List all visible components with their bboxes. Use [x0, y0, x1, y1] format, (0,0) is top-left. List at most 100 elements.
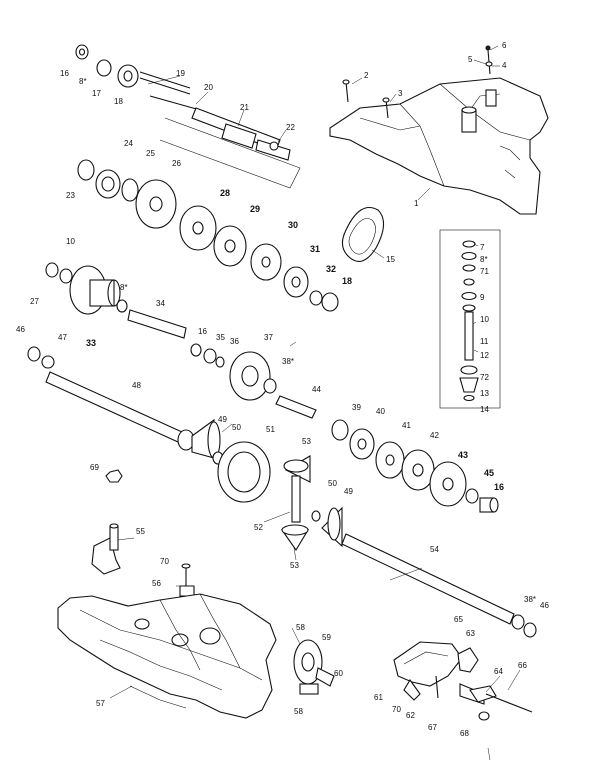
- part-label: 8*: [120, 283, 128, 292]
- part-label: 22: [286, 123, 295, 132]
- part-label: 16: [60, 69, 69, 78]
- part-label: 28: [220, 188, 230, 198]
- part-label: 15: [386, 255, 395, 264]
- part-label: 54: [430, 545, 439, 554]
- part-label: 50: [328, 479, 337, 488]
- stray-mark: [487, 747, 491, 761]
- brake-disc-assembly: [293, 639, 335, 695]
- part-label: 48: [132, 381, 141, 390]
- part-label: 41: [402, 421, 411, 430]
- part-label: 35: [216, 333, 225, 342]
- part-label: 36: [230, 337, 239, 346]
- part-label: 42: [430, 431, 439, 440]
- part-label: 14: [480, 405, 489, 414]
- part-label: 56: [152, 579, 161, 588]
- part-label: 64: [494, 667, 503, 676]
- part-label: 18: [114, 97, 123, 106]
- upper-shaft-assembly: [75, 44, 301, 189]
- part-label: 57: [96, 699, 105, 708]
- vertical-shaft-stack: [439, 229, 501, 409]
- shift-lever-assembly: [91, 523, 195, 597]
- part-label: 43: [458, 450, 468, 460]
- part-label: 68: [460, 729, 469, 738]
- part-label: 5: [468, 55, 473, 64]
- bevel-gear-cluster: [191, 418, 311, 552]
- part-label: 59: [322, 633, 331, 642]
- part-label: 21: [240, 103, 249, 112]
- lower-housing: [57, 593, 277, 719]
- part-label: 66: [518, 661, 527, 670]
- part-label: 10: [66, 237, 75, 246]
- part-labels: 16 8* 17 18 19 20 21 22 2 3 5 6 4 24 23 …: [16, 41, 549, 738]
- part-label: 37: [264, 333, 273, 342]
- part-label: 40: [376, 407, 385, 416]
- part-label: 6: [502, 41, 507, 50]
- part-label: 47: [58, 333, 67, 342]
- part-label: 53: [290, 561, 299, 570]
- lower-shaft-54: [311, 506, 537, 638]
- part-label: 19: [176, 69, 185, 78]
- part-label: 29: [250, 204, 260, 214]
- nut-69: [105, 469, 123, 483]
- upper-housing: [329, 45, 549, 215]
- part-label: 18: [342, 276, 352, 286]
- part-label: 53: [302, 437, 311, 446]
- part-label: 46: [16, 325, 25, 334]
- part-label: 10: [480, 315, 489, 324]
- part-label: 16: [198, 327, 207, 336]
- part-label: 55: [136, 527, 145, 536]
- part-label: 52: [254, 523, 263, 532]
- part-label: 67: [428, 723, 437, 732]
- part-label: 71: [480, 267, 489, 276]
- part-label: 70: [392, 705, 401, 714]
- middle-gear-cluster: [190, 343, 317, 419]
- long-shaft-48: [27, 346, 195, 451]
- part-label: 2: [364, 71, 369, 80]
- part-label: 4: [502, 61, 507, 70]
- part-label: 46: [540, 601, 549, 610]
- part-label: 23: [66, 191, 75, 200]
- part-label: 9: [480, 293, 485, 302]
- part-label: 65: [454, 615, 463, 624]
- part-label: 44: [312, 385, 321, 394]
- part-label: 20: [204, 83, 213, 92]
- part-label: 49: [344, 487, 353, 496]
- part-label: 31: [310, 244, 320, 254]
- part-label: 34: [156, 299, 165, 308]
- part-label: 7: [480, 243, 485, 252]
- part-label: 3: [398, 89, 403, 98]
- part-label: 24: [124, 139, 133, 148]
- part-label: 8*: [480, 255, 488, 264]
- part-label: 62: [406, 711, 415, 720]
- part-label: 32: [326, 264, 336, 274]
- part-label: 49: [218, 415, 227, 424]
- part-label: 26: [172, 159, 181, 168]
- part-label: 69: [90, 463, 99, 472]
- part-label: 50: [232, 423, 241, 432]
- part-label: 39: [352, 403, 361, 412]
- gear-33-assembly: [45, 262, 187, 339]
- part-label: 60: [334, 669, 343, 678]
- part-label: 45: [484, 468, 494, 478]
- drive-chain: [341, 206, 385, 262]
- part-label: 58: [296, 623, 305, 632]
- part-label: 33: [86, 338, 96, 348]
- brake-bracket-assembly: [393, 641, 533, 721]
- part-label: 63: [466, 629, 475, 638]
- part-label: 70: [160, 557, 169, 566]
- part-label: 8*: [79, 77, 87, 86]
- part-label: 38*: [524, 595, 536, 604]
- leader-lines: [109, 45, 521, 699]
- part-label: 72: [480, 373, 489, 382]
- part-label: 58: [294, 707, 303, 716]
- part-label: 13: [480, 389, 489, 398]
- gear-cluster-upper: [77, 159, 339, 312]
- part-label: 12: [480, 351, 489, 360]
- part-label: 51: [266, 425, 275, 434]
- part-label: 30: [288, 220, 298, 230]
- part-label: 61: [374, 693, 383, 702]
- part-label: 38*: [282, 357, 294, 366]
- gear-train-right: [331, 419, 499, 513]
- part-label: 1: [414, 199, 419, 208]
